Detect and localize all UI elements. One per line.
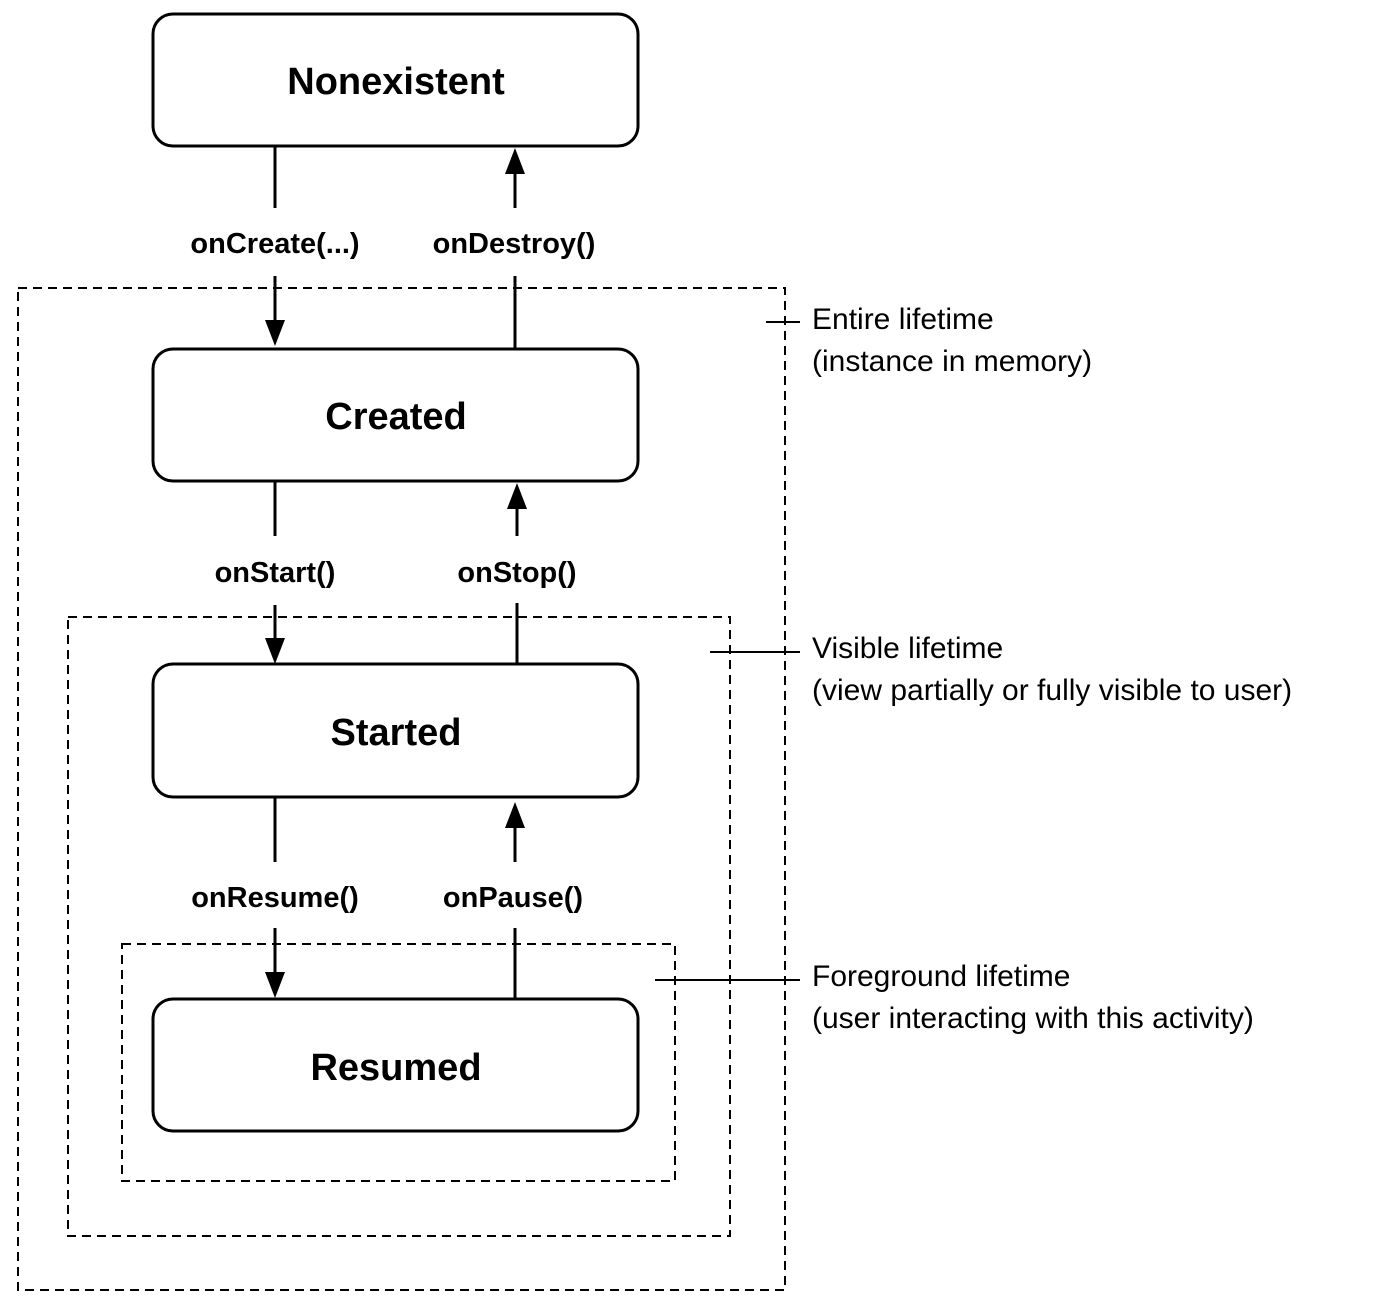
state-created-box bbox=[151, 347, 640, 483]
visible-lifetime-detail: (view partially or fully visible to user… bbox=[812, 674, 1292, 707]
entire-lifetime-detail: (instance in memory) bbox=[812, 345, 1092, 378]
visible-lifetime-box bbox=[67, 616, 731, 1237]
on-resume-arrowhead bbox=[265, 972, 285, 998]
state-resumed-label: Resumed bbox=[310, 1047, 481, 1089]
on-create-arrowhead bbox=[265, 320, 285, 346]
state-resumed-box bbox=[151, 997, 640, 1133]
on-stop-arrowhead bbox=[507, 483, 527, 509]
state-nonexistent-box bbox=[151, 12, 640, 148]
foreground-lifetime-title: Foreground lifetime bbox=[812, 960, 1070, 993]
state-started-box bbox=[151, 662, 640, 799]
visible-lifetime-title: Visible lifetime bbox=[812, 632, 1003, 665]
foreground-lifetime-box bbox=[121, 943, 676, 1182]
state-created-label: Created bbox=[325, 396, 467, 438]
on-resume-label: onResume() bbox=[191, 882, 359, 914]
state-nonexistent-label: Nonexistent bbox=[287, 61, 505, 103]
on-destroy-label: onDestroy() bbox=[433, 228, 596, 260]
on-destroy-arrowhead bbox=[505, 148, 525, 174]
on-pause-label: onPause() bbox=[443, 882, 583, 914]
on-stop-label: onStop() bbox=[457, 557, 576, 589]
state-started-label: Started bbox=[331, 712, 462, 754]
entire-lifetime-box bbox=[17, 287, 786, 1291]
entire-lifetime-title: Entire lifetime bbox=[812, 303, 994, 336]
on-create-label: onCreate(...) bbox=[190, 228, 359, 260]
foreground-lifetime-detail: (user interacting with this activity) bbox=[812, 1002, 1254, 1035]
on-start-arrowhead bbox=[265, 638, 285, 664]
on-start-label: onStart() bbox=[215, 557, 336, 589]
on-pause-arrowhead bbox=[505, 802, 525, 828]
